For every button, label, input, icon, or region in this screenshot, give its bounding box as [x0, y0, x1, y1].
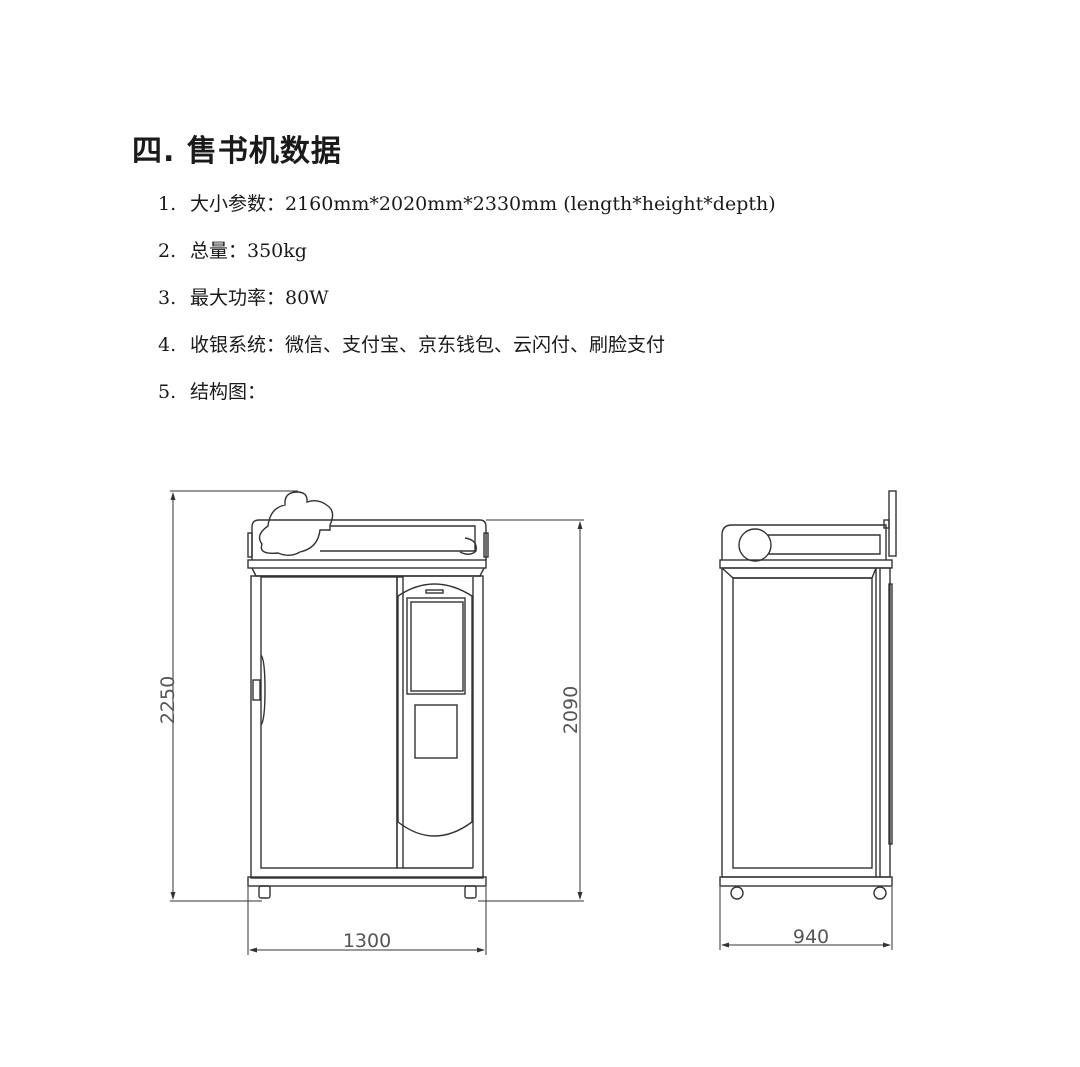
item-number: 5.	[158, 381, 177, 403]
front-view: 2250 2090 1300	[157, 490, 584, 955]
door-handle	[252, 679, 261, 701]
caster-wheel	[258, 885, 271, 899]
spec-item: 2. 总量：350kg	[158, 237, 776, 284]
item-number: 4.	[158, 334, 177, 356]
cloud-logo	[258, 491, 334, 556]
spec-list: 1. 大小参数：2160mm*2020mm*2330mm (length*heig…	[158, 190, 776, 425]
caster-wheel	[464, 885, 477, 899]
item-number: 1.	[158, 193, 177, 215]
side-view: 940	[719, 490, 897, 950]
caster-wheel	[730, 886, 744, 900]
dim-depth: 940	[793, 926, 829, 948]
spec-text: 最大功率：80W	[190, 287, 329, 309]
item-number: 2.	[158, 240, 177, 262]
spec-text: 总量：350kg	[190, 240, 307, 262]
spec-item: 5. 结构图：	[158, 378, 776, 425]
spec-text: 结构图：	[190, 381, 267, 403]
spec-text: 收银系统：微信、支付宝、京东钱包、云闪付、刷脸支付	[190, 334, 666, 356]
dim-body-height: 2090	[560, 686, 582, 734]
item-number: 3.	[158, 287, 177, 309]
scanner-window	[414, 704, 458, 759]
caster-wheel	[873, 886, 887, 900]
spec-text: 大小参数：2160mm*2020mm*2330mm (length*height…	[190, 193, 776, 215]
section-heading: 四. 售书机数据	[132, 134, 342, 169]
dim-total-height: 2250	[157, 676, 179, 724]
spec-item: 3. 最大功率：80W	[158, 284, 776, 331]
dim-width: 1300	[343, 930, 391, 952]
spec-item: 4. 收银系统：微信、支付宝、京东钱包、云闪付、刷脸支付	[158, 331, 776, 378]
spec-item: 1. 大小参数：2160mm*2020mm*2330mm (length*heig…	[158, 190, 776, 237]
side-sign-post	[888, 490, 897, 557]
touch-screen	[406, 597, 466, 695]
